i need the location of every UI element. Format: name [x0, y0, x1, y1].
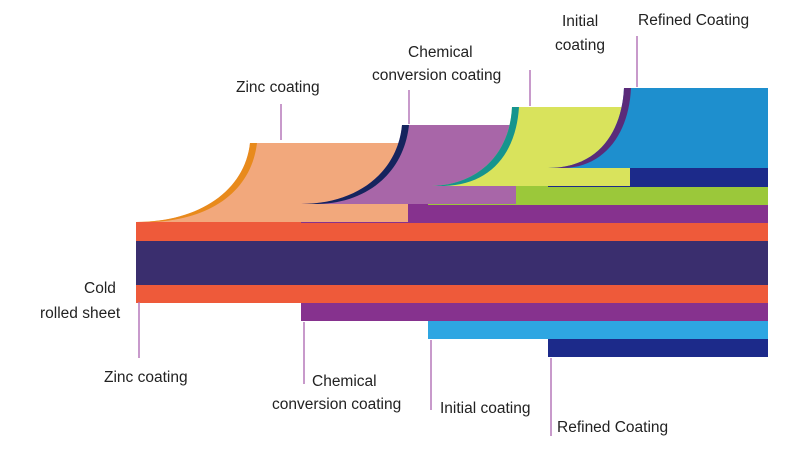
refined-coating-flap	[548, 88, 768, 168]
label-cold-line2: rolled sheet	[40, 305, 121, 322]
label-zinc-coating-top: Zinc coating	[236, 79, 320, 96]
cold-rolled-sheet-core	[136, 240, 768, 285]
zinc-coating-flap	[136, 143, 408, 222]
label-cold-line1: Cold	[84, 280, 116, 297]
label-initial-coating-bottom: Initial coating	[440, 400, 530, 417]
label-chemical-top-line1: Chemical	[408, 44, 473, 61]
label-initial-top-line2: coating	[555, 37, 605, 54]
label-zinc-coating-bottom: Zinc coating	[104, 369, 188, 386]
chemical-coating-top-layer	[301, 204, 768, 223]
label-refined-coating-top: Refined Coating	[638, 12, 749, 29]
zinc-coating-top-layer	[136, 222, 768, 241]
refined-coating-bottom-layer	[548, 338, 768, 357]
label-initial-top-line1: Initial	[562, 13, 598, 30]
label-chemical-top-line2: conversion coating	[372, 67, 501, 84]
leader-lines	[138, 36, 638, 436]
initial-coating-bottom-layer	[428, 320, 768, 339]
zinc-coating-bottom-layer	[136, 284, 768, 303]
label-chemical-bottom-line1: Chemical	[312, 373, 377, 390]
chemical-coating-bottom-layer	[301, 302, 768, 321]
label-refined-coating-bottom: Refined Coating	[557, 419, 668, 436]
label-chemical-bottom-line2: conversion coating	[272, 396, 401, 413]
